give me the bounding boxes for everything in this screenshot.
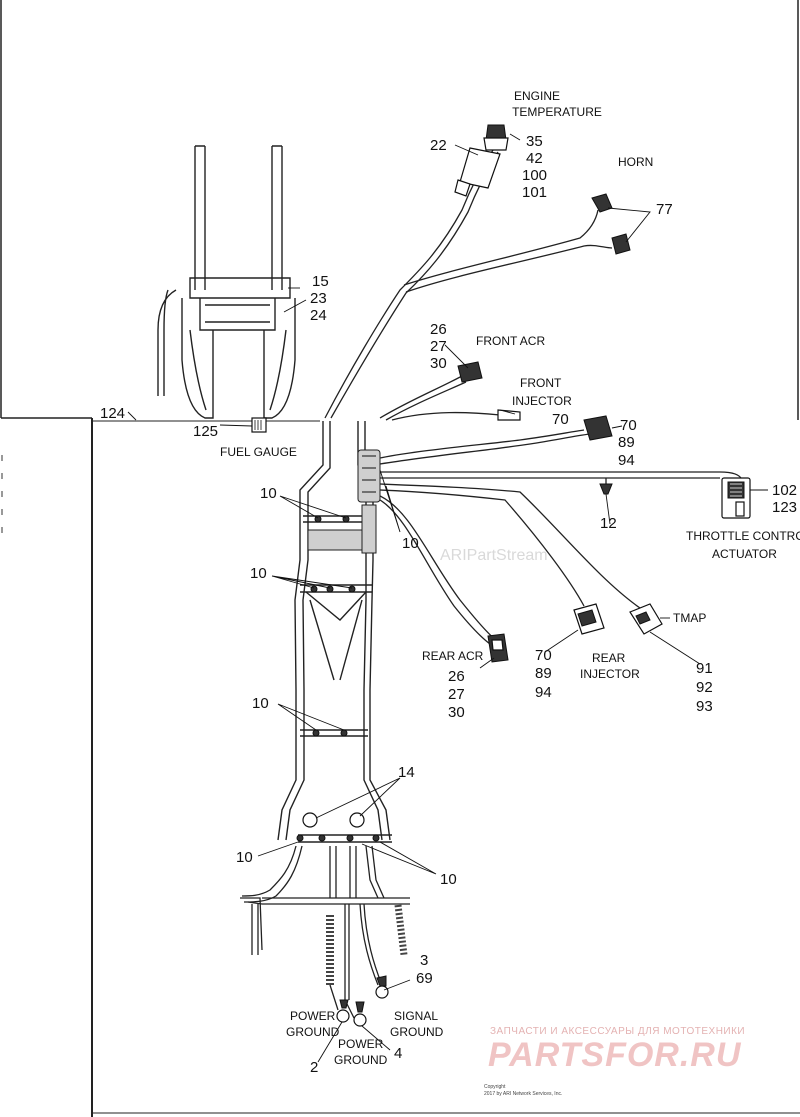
callout-27-rear: 27 xyxy=(448,686,465,703)
callout-102: 102 xyxy=(772,482,797,499)
front-acr-connector xyxy=(457,361,483,383)
callout-10-middle: 10 xyxy=(252,695,269,712)
callout-10-lower-right: 10 xyxy=(440,871,457,888)
ground-pushpin xyxy=(599,483,613,495)
callout-12: 12 xyxy=(600,515,617,532)
label-fuel-gauge: FUEL GAUGE xyxy=(220,445,297,459)
callout-70-front: 70 xyxy=(620,417,637,434)
label-engine-temperature-line1: ENGINE xyxy=(514,89,560,103)
callout-30-rear: 30 xyxy=(448,704,465,721)
callout-70-front-partial: 70 xyxy=(552,411,569,428)
label-throttle-line1: THROTTLE CONTROL xyxy=(686,529,800,543)
label-signal-ground-line1: SIGNAL xyxy=(394,1009,438,1023)
fuel-gauge-connector xyxy=(251,417,267,433)
callout-94-front: 94 xyxy=(618,452,635,469)
callout-124: 124 xyxy=(100,405,125,422)
callout-10-lower-left: 10 xyxy=(236,849,253,866)
brand-name: PARTSFOR.RU xyxy=(488,1036,742,1074)
callout-100: 100 xyxy=(522,167,547,184)
brand-tagline: ЗАПЧАСТИ И АКСЕССУАРЫ ДЛЯ МОТОТЕХНИКИ xyxy=(490,1026,745,1037)
main-right-wires xyxy=(379,415,743,645)
callout-10-upper: 10 xyxy=(260,485,277,502)
leader-lines xyxy=(127,133,768,1063)
copyright-line2: 2017 by ARI Network Services, Inc. xyxy=(484,1091,562,1097)
label-power-ground-a1: POWER xyxy=(290,1009,336,1023)
callout-23: 23 xyxy=(310,290,327,307)
callout-26-rear: 26 xyxy=(448,668,465,685)
label-tmap: TMAP xyxy=(673,611,706,625)
callout-101: 101 xyxy=(522,184,547,201)
callout-42: 42 xyxy=(526,150,543,167)
label-throttle-line2: ACTUATOR xyxy=(712,547,777,561)
callout-10-junction: 10 xyxy=(402,535,419,552)
label-power-ground-b1: POWER xyxy=(338,1037,384,1051)
callout-14: 14 xyxy=(398,764,415,781)
callout-3: 3 xyxy=(420,952,428,969)
callout-30-front: 30 xyxy=(430,355,447,372)
label-power-ground-b2: GROUND xyxy=(334,1053,388,1067)
callout-15: 15 xyxy=(312,273,329,290)
rear-acr-connector xyxy=(487,633,509,663)
fuel-tank-bracket xyxy=(157,145,300,419)
callout-2: 2 xyxy=(310,1059,318,1076)
callout-89-rear: 89 xyxy=(535,665,552,682)
label-engine-temperature-line2: TEMPERATURE xyxy=(512,105,602,119)
tmap-sensor xyxy=(629,603,663,635)
callout-123: 123 xyxy=(772,499,797,516)
watermark: ARIPartStream xyxy=(440,547,548,564)
callout-91: 91 xyxy=(696,660,713,677)
callout-93: 93 xyxy=(696,698,713,715)
callout-92: 92 xyxy=(696,679,713,696)
label-power-ground-a2: GROUND xyxy=(286,1025,340,1039)
label-front-acr: FRONT ACR xyxy=(476,334,545,348)
callout-24: 24 xyxy=(310,307,327,324)
callout-125: 125 xyxy=(193,423,218,440)
harness-junction xyxy=(357,449,381,503)
throttle-actuator xyxy=(721,477,751,519)
callout-77: 77 xyxy=(656,201,673,218)
callout-69: 69 xyxy=(416,970,433,987)
callout-70-rear: 70 xyxy=(535,647,552,664)
callout-35: 35 xyxy=(526,133,543,150)
engine-temp-harness xyxy=(324,124,613,419)
callout-27-front: 27 xyxy=(430,338,447,355)
rear-injector-connector xyxy=(573,603,605,635)
callout-22: 22 xyxy=(430,137,447,154)
callout-26-front: 26 xyxy=(430,321,447,338)
engine-temp-boot xyxy=(459,147,501,189)
front-branches xyxy=(379,361,521,421)
lower-harness xyxy=(240,845,410,1027)
callout-94-rear: 94 xyxy=(535,684,552,701)
label-front-injector-line1: FRONT xyxy=(520,376,562,390)
label-rear-acr: REAR ACR xyxy=(422,649,484,663)
callout-89-front: 89 xyxy=(618,434,635,451)
label-signal-ground-line2: GROUND xyxy=(390,1025,444,1039)
front-injector-plug xyxy=(583,415,613,441)
label-horn: HORN xyxy=(618,155,653,169)
callout-4: 4 xyxy=(394,1045,402,1062)
copyright-line1: Copyright xyxy=(484,1084,506,1090)
callout-numbers: 22 35 42 100 101 77 15 23 24 26 27 30 12… xyxy=(100,133,797,1076)
front-injector-connector xyxy=(497,409,521,421)
label-rear-injector-line1: REAR xyxy=(592,651,626,665)
horn-connectors xyxy=(591,193,631,255)
diagram-labels: ENGINE TEMPERATURE HORN FRONT ACR FRONT … xyxy=(220,89,800,1067)
label-rear-injector-line2: INJECTOR xyxy=(580,667,640,681)
label-front-injector-line2: INJECTOR xyxy=(512,394,572,408)
callout-10-crossmember: 10 xyxy=(250,565,267,582)
